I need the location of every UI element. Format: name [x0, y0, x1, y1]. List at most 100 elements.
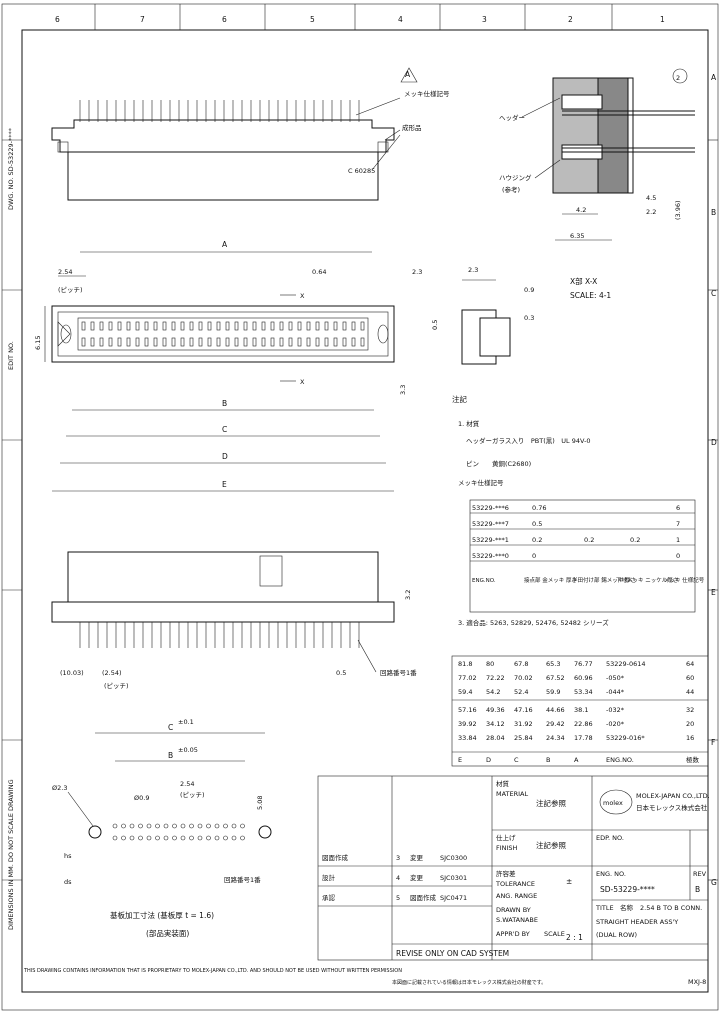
dimension-footer: 極数 [686, 755, 700, 764]
side-edit-no: EDIT NO. [7, 341, 15, 370]
pin-row-a [90, 321, 95, 331]
pin-row-a [99, 321, 104, 331]
row-label: C [711, 289, 716, 298]
revision-cell: 変更 [410, 853, 424, 862]
dimension-cell: 22.86 [574, 720, 593, 728]
title-line1: 2.54 B TO B CONN. [640, 904, 702, 912]
pin-row-a [288, 321, 293, 331]
footer-jp: 本図面に記載されている情報は日本モレックス株式会社の財産です。 [392, 979, 546, 986]
top-view: A メッキ仕様記号 成形品 C 60285 [51, 67, 450, 201]
drawn-label: DRAWN BY [496, 906, 531, 914]
note-item2: メッキ仕様記号 [458, 478, 504, 487]
plating-cell: 0.2 [630, 536, 640, 544]
dimension-cell: 38.1 [574, 706, 588, 714]
pin-row-a [135, 321, 140, 331]
pin-row-b [297, 337, 302, 347]
pin-row-a [306, 321, 311, 331]
dimension-cell: 44.66 [546, 706, 565, 714]
title-jp: 名称 [620, 903, 634, 912]
pcb-hole [189, 835, 194, 841]
dimension-cell: 57.16 [458, 706, 477, 714]
pcb-hole [112, 823, 118, 829]
pin-row-b [90, 337, 95, 347]
pin-row-b [270, 337, 275, 347]
dimension-cell: 16 [686, 734, 694, 742]
dimension-cell: 24.34 [546, 734, 565, 742]
material-label: MATERIAL [496, 790, 529, 798]
dimension-cell: 32 [686, 706, 694, 714]
dimension-cell: -050* [606, 674, 625, 682]
pin-row-b [171, 337, 176, 347]
plating-header: 半田付け部 錫メッキ 厚さ [572, 576, 636, 584]
dimension-cell: 52.4 [514, 688, 528, 696]
tolerance-label: TOLERANCE [495, 880, 535, 888]
dimension-cell: 80 [486, 660, 494, 668]
dimension-cell: 53.34 [574, 688, 593, 696]
pcb-caption: 基板加工寸法 (基板厚 t = 1.6) [110, 910, 214, 920]
housing-sub: (参考) [502, 185, 520, 194]
dimension-footer: B [546, 756, 550, 764]
pcb-hole [240, 823, 245, 829]
finish-label-jp: 仕上げ [496, 833, 516, 842]
pin-row-b [135, 337, 140, 347]
pcb-hole [146, 823, 152, 829]
plating-cell: 0.76 [532, 504, 546, 512]
sheet-code: MXJ-8 [688, 978, 706, 986]
plating-header: 下地メッキ ニッケル厚さ [616, 576, 678, 584]
dimension-footer: A [574, 756, 579, 764]
pin-row-b [216, 337, 221, 347]
dimension-cell: -032* [606, 706, 625, 714]
pcb-hole [189, 823, 194, 829]
pin-row-a [333, 321, 338, 331]
wafer-label: C 60285 [348, 167, 375, 175]
pin-row-a [315, 321, 320, 331]
svg-text:2: 2 [676, 74, 680, 82]
dimension-cell: 29.42 [546, 720, 565, 728]
side-scale-note: DIMENSIONS IN MM. DO NOT SCALE DRAWING [7, 779, 15, 930]
dimension-cell: -020* [606, 720, 625, 728]
plating-cell: 53229-***6 [472, 504, 509, 512]
pin-row-b [234, 337, 239, 347]
dimension-cell: 28.04 [486, 734, 505, 742]
pcb-holes [112, 823, 245, 841]
pcb-row-label: 回路番号1番 [224, 875, 261, 884]
plating-cell: 6 [676, 504, 680, 512]
plating-cell: 7 [676, 520, 680, 528]
revision-cell: 5 [396, 894, 400, 902]
pcb-hole [180, 823, 186, 829]
dimension-cell: 64 [686, 660, 694, 668]
pcb-hole [121, 835, 126, 841]
revision-cell: SJC0301 [440, 874, 467, 882]
scale-label: SCALE [544, 930, 565, 938]
pin-row-a [207, 321, 212, 331]
dimension-cell: 44 [686, 688, 694, 696]
pin-row-a [360, 321, 365, 331]
pcb-hole [223, 835, 228, 841]
pcb-dim-254: 2.54 [180, 780, 194, 788]
side-margin-text: DWG. NO. SD-53229-**** EDIT NO. DIMENSIO… [7, 127, 15, 930]
dimension-cell: 17.78 [574, 734, 593, 742]
detail-label: X部 X-X [570, 276, 597, 286]
side-section-view: ヘッダー ハウジング (参考) 2 4.2 6.35 (3.96) 2.2 4.… [499, 68, 695, 241]
dimension-cell: 49.36 [486, 706, 505, 714]
pin-row-b [162, 337, 167, 347]
pin-row-b [342, 337, 347, 347]
pcb-hole [138, 823, 143, 829]
pcb-hole [214, 835, 220, 841]
dimension-cell: 70.02 [514, 674, 533, 682]
range-label: ANG. RANGE [496, 892, 537, 900]
pin-row-b [189, 337, 194, 347]
row-label: B [711, 208, 716, 217]
note-item1-line1: ヘッダーガラス入り PBT(黒) UL 94V-0 [466, 436, 591, 445]
plating-cell: 53229-***7 [472, 520, 509, 528]
dim-635: 6.35 [570, 232, 584, 240]
note-item3: 3. 適合品: 5263, 52829, 52476, 52482 シリーズ [458, 618, 609, 627]
col-label: 6 [55, 15, 60, 24]
scale-value: 2 : 1 [566, 933, 583, 942]
col-label: 2 [568, 15, 573, 24]
pcb-dim-23: Ø2.3 [52, 784, 67, 792]
